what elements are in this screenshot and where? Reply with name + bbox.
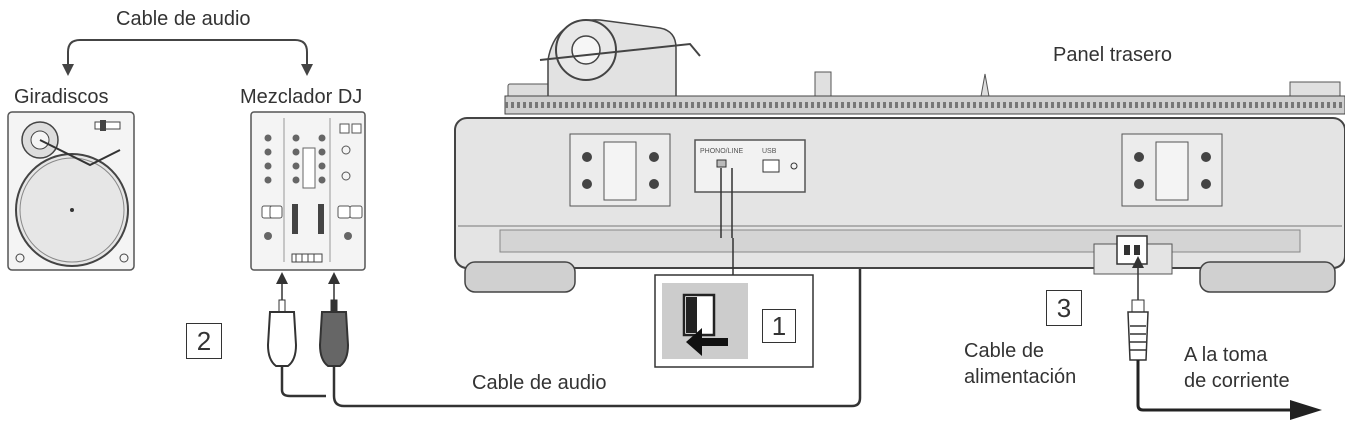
top-cable-label: Cable de audio xyxy=(116,8,251,30)
rca-plugs xyxy=(266,272,350,367)
outlet-label-line1: A la toma xyxy=(1184,344,1268,366)
outlet-label-line2: de corriente xyxy=(1184,370,1290,392)
power-cable-label-line1: Cable de xyxy=(964,340,1045,362)
power-cable-label-line2: alimentación xyxy=(964,366,1077,388)
step-2-box: 2 xyxy=(186,323,222,359)
turntable-label: Giradiscos xyxy=(14,86,109,108)
mixer-label: Mezclador DJ xyxy=(240,86,363,108)
small-turntable-icon xyxy=(7,111,135,271)
usb-mark: USB xyxy=(762,148,777,155)
power-cable xyxy=(1127,256,1322,420)
phono-line-mark: PHONO/LINE xyxy=(700,148,744,155)
step-1-box: 1 xyxy=(762,309,796,343)
turntable-rear-view xyxy=(454,19,1345,293)
bottom-audio-cable xyxy=(280,257,862,408)
bottom-cable-label: Cable de audio xyxy=(472,372,607,394)
top-audio-cable-bracket xyxy=(62,39,313,76)
dj-mixer-icon xyxy=(250,111,366,271)
rear-panel-label: Panel trasero xyxy=(1053,44,1172,66)
step-3-box: 3 xyxy=(1046,290,1082,326)
